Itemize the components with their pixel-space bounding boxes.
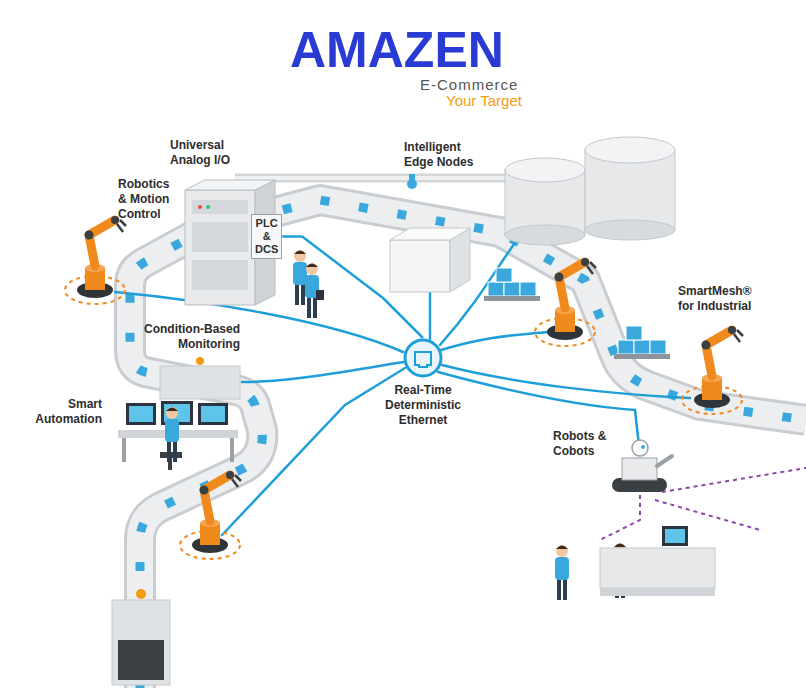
ethernet-hub: Real-Time Deterministic Ethernet: [375, 338, 471, 428]
logo-slogan: Your Target: [446, 92, 522, 109]
callout-label: Robots & Cobots: [553, 429, 613, 459]
plc-dcs-panel: PLC & DCS: [251, 214, 282, 259]
callout-label: Intelligent Edge Nodes: [404, 140, 482, 170]
control-cabinet: [192, 260, 248, 290]
conveyor-belt: [130, 200, 806, 688]
cobot: [657, 456, 672, 466]
control-cabinet: [192, 200, 248, 214]
end-machine: [118, 640, 164, 680]
pallet-boxes: [488, 268, 666, 354]
network-connector: [282, 237, 423, 339]
logo-wordmark: AMAZEN: [290, 22, 504, 79]
robot-arm: [535, 258, 596, 346]
pallet-boxes: [626, 326, 642, 340]
conveyor-belt: [130, 200, 806, 688]
network-cable: [222, 368, 405, 535]
workstation: [198, 403, 228, 425]
pallet: [484, 296, 540, 301]
cobot: [612, 440, 672, 492]
callout-label: SmartMesh® for Industrial: [678, 284, 770, 314]
belt-boxes: [130, 200, 806, 688]
workstation: [196, 357, 204, 365]
end-machine: [112, 600, 170, 685]
workstation: [118, 357, 240, 470]
edge-node-sensor: [407, 179, 417, 189]
callout-label: Universal Analog I/O: [170, 138, 244, 168]
control-cabinet: [185, 190, 255, 305]
robot-arm: [180, 471, 241, 559]
workstation: [201, 406, 225, 422]
pipe: [235, 178, 510, 179]
cobot-path: [655, 500, 760, 530]
machine-box: [390, 228, 470, 292]
cobot: [641, 445, 645, 449]
network-cable: [441, 332, 548, 350]
pipe: [235, 176, 510, 180]
counter: [662, 526, 688, 546]
pipe: [235, 174, 510, 183]
cobot-path: [600, 495, 640, 540]
logo-tagline: E-Commerce: [420, 76, 518, 93]
control-cabinet: [185, 180, 275, 190]
pallet-boxes: [520, 282, 536, 296]
pallet-boxes: [488, 282, 504, 296]
cobot: [622, 458, 657, 480]
workstation: [122, 438, 126, 462]
counter: [665, 529, 685, 543]
silo: [505, 225, 585, 245]
callout-label: Condition-Based Monitoring: [138, 322, 240, 352]
pallet-boxes: [504, 282, 520, 296]
pallet-boxes: [650, 340, 666, 354]
pallet-boxes: [618, 340, 634, 354]
hub-label: Real-Time Deterministic Ethernet: [375, 338, 471, 428]
panel-label: PLC & DCS: [255, 217, 278, 256]
silo: [585, 220, 675, 240]
person-figure: [555, 545, 569, 600]
end-machine: [136, 589, 146, 599]
tablet: [316, 290, 324, 300]
robot-arm: [65, 216, 126, 304]
silo: [585, 137, 675, 163]
person-figure: [165, 407, 179, 462]
counter: [600, 526, 715, 596]
callout-label: Smart Automation: [30, 397, 102, 427]
control-cabinet: [206, 205, 210, 209]
person-figure: [165, 250, 627, 600]
machine-box: [390, 240, 450, 292]
conveyor-belt: [130, 200, 806, 688]
cobot: [632, 440, 648, 456]
workstation: [126, 403, 156, 425]
control-cabinet: [198, 205, 202, 209]
counter: [600, 548, 715, 588]
callout-label: Robotics & Motion Control: [118, 177, 178, 222]
belt-boxes: [130, 200, 806, 688]
hub-ring: [405, 340, 441, 376]
pallet-boxes: [634, 340, 650, 354]
silo: [505, 137, 675, 245]
pallet-boxes: [496, 268, 512, 282]
workstation: [129, 406, 153, 422]
network-cable: [429, 290, 432, 339]
pallet: [614, 354, 670, 359]
cobot-path: [662, 468, 806, 492]
robot-arm: [682, 326, 743, 414]
robot-arm: [65, 216, 743, 559]
counter: [600, 588, 715, 596]
person-figure: [293, 250, 307, 305]
hub-ring: [403, 338, 443, 378]
workstation: [160, 366, 240, 399]
network-cable: [242, 362, 404, 382]
machine-box: [390, 228, 470, 240]
network-cable: [438, 372, 640, 455]
edge-node-sensor: [407, 174, 417, 189]
workstation: [230, 438, 234, 462]
control-cabinet: [192, 222, 248, 252]
end-machine: [112, 589, 170, 685]
silo: [505, 158, 585, 182]
ethernet-port-icon: [415, 352, 431, 367]
tablet: [316, 290, 324, 300]
